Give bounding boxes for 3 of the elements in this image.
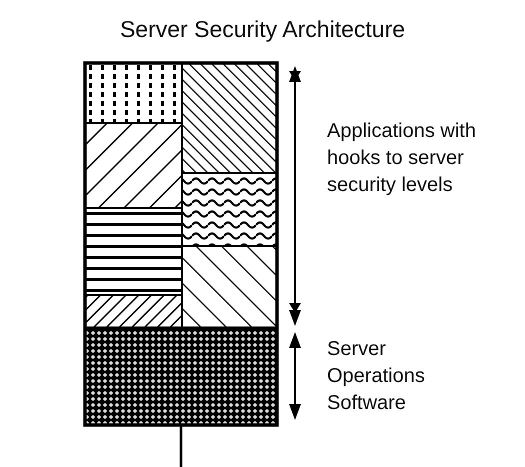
layer-description: Applications with hooks to server security levels — [327, 119, 477, 198]
diagram-title: Server Security Architecture — [118, 16, 406, 43]
layer-description: Server Operations Software — [327, 337, 426, 416]
